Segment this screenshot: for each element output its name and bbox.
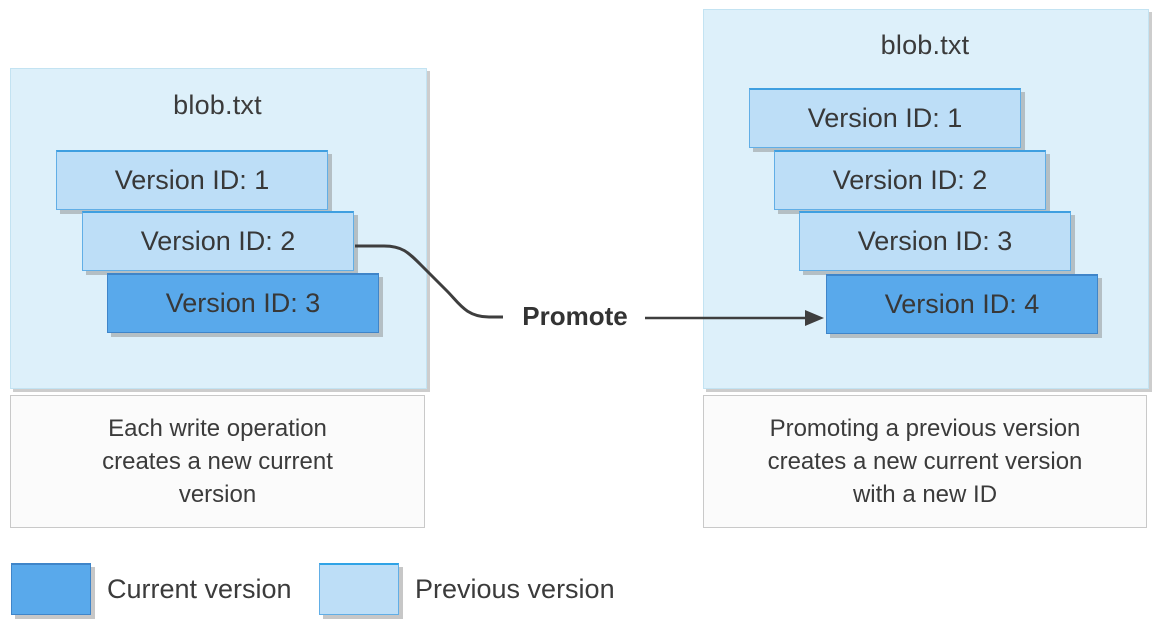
- legend-previous-version-label: Previous version: [415, 574, 615, 604]
- left-version-card-1: Version ID: 1: [56, 150, 328, 210]
- version-label: Version ID: 3: [165, 288, 321, 318]
- promote-label: Promote: [522, 301, 628, 331]
- right-blob-title: blob.txt: [880, 30, 970, 60]
- caption-line: creates a new current: [102, 448, 333, 475]
- legend-previous-version-swatch: [319, 563, 399, 615]
- caption-line: version: [178, 481, 257, 508]
- left-version-card-3-current: Version ID: 3: [107, 273, 379, 333]
- version-label: Version ID: 1: [114, 165, 270, 195]
- caption-line: creates a new current version: [767, 448, 1083, 475]
- caption-line: Promoting a previous version: [769, 415, 1081, 442]
- version-label: Version ID: 1: [807, 103, 963, 133]
- legend-current-version-swatch: [11, 563, 91, 615]
- version-label: Version ID: 2: [832, 165, 988, 195]
- left-blob-title: blob.txt: [173, 90, 262, 120]
- caption-line: with a new ID: [852, 481, 998, 508]
- right-version-card-2: Version ID: 2: [774, 150, 1046, 210]
- right-version-card-4-current: Version ID: 4: [826, 274, 1098, 334]
- right-caption-box: Promoting a previous version creates a n…: [703, 395, 1147, 528]
- right-version-card-1: Version ID: 1: [749, 88, 1021, 148]
- caption-line: Each write operation: [108, 415, 327, 442]
- version-label: Version ID: 3: [857, 226, 1013, 256]
- right-version-card-3: Version ID: 3: [799, 211, 1071, 271]
- version-label: Version ID: 4: [884, 289, 1040, 319]
- left-version-card-2: Version ID: 2: [82, 211, 354, 271]
- legend-current-version-label: Current version: [107, 574, 292, 604]
- version-label: Version ID: 2: [140, 226, 296, 256]
- left-caption-box: Each write operation creates a new curre…: [10, 395, 425, 528]
